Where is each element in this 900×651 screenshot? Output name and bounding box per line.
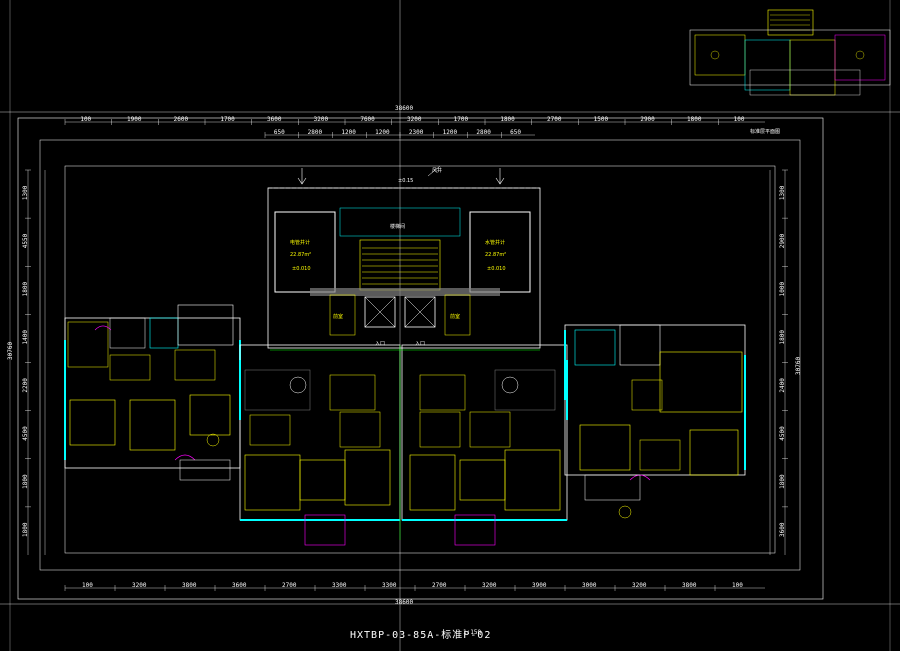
dim-value: 2800 <box>308 129 323 136</box>
dim-value: 3200 <box>314 116 329 123</box>
dim-value: 2300 <box>409 129 424 136</box>
dim-value: 650 <box>510 129 521 136</box>
right-area-label: 22.87m² <box>485 252 506 258</box>
dim-value: 4500 <box>779 426 786 441</box>
left-shaft-label: 电管井计 <box>290 239 310 246</box>
entry-left-label: 入口 <box>375 341 385 347</box>
dims-right: 1300 2900 1000 1800 2400 4500 1800 3600 <box>779 169 788 537</box>
dim-value: 1800 <box>22 281 29 296</box>
left-wing <box>64 304 241 481</box>
dim-value: 100 <box>82 582 93 589</box>
dim-value: 3200 <box>132 582 147 589</box>
dim-value: 650 <box>274 129 285 136</box>
dim-value: 1700 <box>454 116 469 123</box>
dim-value: 100 <box>734 116 745 123</box>
dim-value: 4550 <box>22 233 29 248</box>
dim-value: 2200 <box>22 378 29 393</box>
dim-value: 1700 <box>220 116 235 123</box>
lobby-right-label: 前室 <box>450 313 460 320</box>
overall-dim-left: 30760 <box>7 342 14 360</box>
dim-value: 1800 <box>22 522 29 537</box>
dim-value: 1300 <box>22 185 29 200</box>
dim-value: 3200 <box>632 582 647 589</box>
dim-value: 100 <box>80 116 91 123</box>
dim-value: 3300 <box>332 582 347 589</box>
dim-value: 1500 <box>594 116 609 123</box>
level-mark: ±0.15 <box>398 178 413 184</box>
dims-top-inner: 650 2800 1200 1200 2300 1200 2800 650 <box>264 129 521 138</box>
dim-value: 2700 <box>432 582 447 589</box>
axis-markers <box>270 345 540 540</box>
dim-value: 1800 <box>779 474 786 489</box>
right-code-label: ±0.010 <box>487 266 506 272</box>
dim-value: 3000 <box>582 582 597 589</box>
dim-value: 3800 <box>682 582 697 589</box>
dim-value: 2700 <box>547 116 562 123</box>
dim-value: 2400 <box>779 378 786 393</box>
dim-value: 1800 <box>500 116 515 123</box>
note-label: 风井 <box>432 167 442 174</box>
stair-label: 楼梯间 <box>390 223 405 230</box>
dim-value: 1200 <box>375 129 390 136</box>
overall-dim-right: 30760 <box>795 357 802 375</box>
dim-value: 1300 <box>779 185 786 200</box>
dim-value: 2700 <box>282 582 297 589</box>
dim-value: 1200 <box>341 129 356 136</box>
overall-dim-bottom: 38600 <box>395 599 413 606</box>
entry-right-label: 入口 <box>415 341 425 347</box>
dim-value: 4500 <box>22 426 29 441</box>
central-core: 电管井计 22.87m² ±0.010 水管井计 22.87m² ±0.010 … <box>267 165 541 349</box>
dim-value: 7600 <box>360 116 375 123</box>
dim-value: 1800 <box>22 474 29 489</box>
dim-value: 1400 <box>22 330 29 345</box>
dim-value: 2900 <box>640 116 655 123</box>
dim-value: 1000 <box>779 281 786 296</box>
dim-value: 2800 <box>476 129 491 136</box>
right-wing <box>564 324 746 519</box>
left-code-label: ±0.010 <box>292 266 311 272</box>
dims-left: 1300 4550 1800 1400 2200 4500 1800 1800 <box>22 169 31 537</box>
middle-left-unit <box>239 344 401 546</box>
dims-bottom: 100 3200 3800 3600 2700 3300 3300 2700 3200 3900 3… <box>64 582 743 591</box>
dim-value: 3600 <box>779 522 786 537</box>
drawing-title: HXTBP-03-85A-标准P-02 <box>350 630 492 641</box>
dim-value: 3200 <box>407 116 422 123</box>
dim-value: 3600 <box>232 582 247 589</box>
dim-value: 1800 <box>779 330 786 345</box>
plan-label: 标准层平面图 <box>750 128 780 135</box>
dim-value: 1200 <box>443 129 458 136</box>
dim-value: 2600 <box>174 116 189 123</box>
drawing-scale: 1:150 <box>463 629 482 636</box>
dim-value: 1900 <box>127 116 142 123</box>
dim-value: 3300 <box>382 582 397 589</box>
dim-value: 3600 <box>267 116 282 123</box>
left-area-label: 22.87m² <box>290 252 311 258</box>
lobby-left-label: 前室 <box>333 313 343 320</box>
dim-value: 1800 <box>687 116 702 123</box>
dim-value: 3800 <box>182 582 197 589</box>
overall-dim-top: 38600 <box>395 105 413 112</box>
dim-value: 3200 <box>482 582 497 589</box>
middle-right-unit <box>401 344 568 546</box>
key-plan-thumbnail <box>689 9 891 96</box>
dim-value: 100 <box>732 582 743 589</box>
dim-value: 2900 <box>779 233 786 248</box>
dims-top-outer: 100 1900 2600 1700 3600 3200 7600 3200 1700 1800 2… <box>64 116 745 125</box>
right-shaft-label: 水管井计 <box>485 239 505 246</box>
dim-value: 3900 <box>532 582 547 589</box>
